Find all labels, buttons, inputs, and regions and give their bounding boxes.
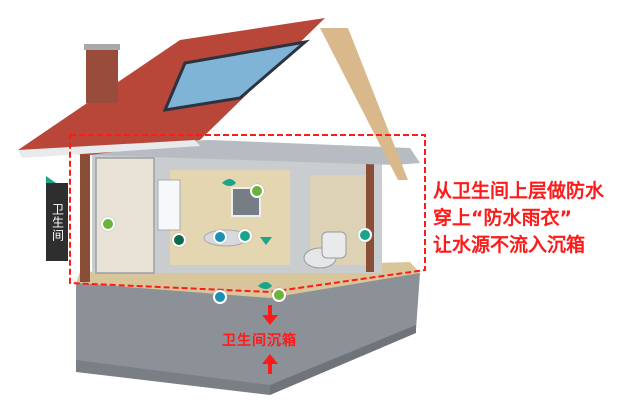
waterproof-annotation: 从卫生间上层做防水 穿上“防水雨衣” 让水源不流入沉箱: [433, 178, 604, 259]
tab-corner-icon: [46, 176, 56, 183]
marker-dot-teal: [358, 228, 372, 242]
leaf-icon: [258, 282, 272, 289]
leaf-icon: [222, 179, 236, 186]
down-arrow-icon: [260, 237, 272, 245]
skylight: [162, 39, 311, 112]
chimney: [86, 48, 118, 103]
annotation-line-1: 从卫生间上层做防水: [433, 180, 605, 202]
annotation-line-3: 让水源不流入沉箱: [433, 234, 586, 256]
marker-dot-green: [250, 184, 264, 198]
bathroom-side-label: 卫生间: [46, 176, 68, 261]
marker-dot-blue: [213, 230, 227, 244]
marker-dot-green: [272, 288, 286, 302]
marker-dot-dark-green: [172, 233, 186, 247]
annotation-line-2: 穿上“防水雨衣”: [433, 207, 572, 229]
marker-dot-green: [101, 217, 115, 231]
marker-dot-teal: [238, 229, 252, 243]
side-label-text: 卫生间: [50, 202, 65, 242]
shower-enclosure: [95, 157, 155, 274]
marker-dot-blue: [213, 290, 227, 304]
sink-box-label: 卫生间沉箱: [222, 333, 297, 349]
roof-rafter: [320, 28, 408, 180]
waterproof-dashed-outline: [69, 134, 426, 294]
sink-arrows: [262, 305, 278, 374]
